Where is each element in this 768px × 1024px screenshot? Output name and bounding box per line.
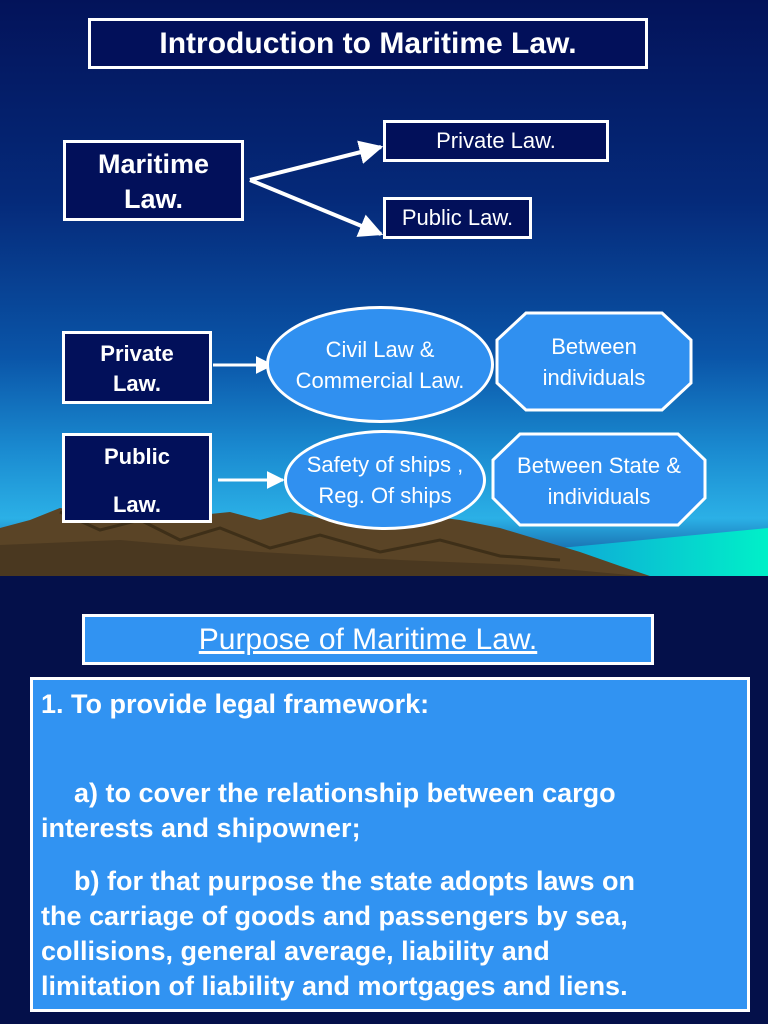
parties-line1: Between (551, 334, 637, 359)
slide-title: Introduction to Maritime Law. (88, 18, 648, 69)
private-label-line2: Law. (112, 371, 162, 396)
purpose-heading-text: Purpose of Maritime Law. (198, 623, 538, 656)
private-law-label-box: Private Law. (62, 331, 212, 404)
private-law-branch: Private Law. (383, 120, 609, 162)
safety-of-ships-ellipse: Safety of ships , Reg. Of ships (284, 430, 486, 530)
item-b-line4: limitation of liability and mortgages an… (41, 971, 628, 1001)
scope-line1: Safety of ships , (306, 452, 464, 477)
scope-line2: Commercial Law. (295, 367, 465, 393)
maritime-law-line1: Maritime (97, 149, 210, 179)
between-state-individuals-text: Between State & individuals (493, 450, 705, 512)
purpose-content-panel: 1. To provide legal framework: a) to cov… (30, 677, 750, 1012)
slide-introduction: Introduction to Maritime Law. Maritime L… (0, 0, 768, 576)
parties-line2: individuals (547, 484, 651, 509)
item-a-line2: interests and shipowner; (41, 813, 361, 843)
parties-line2: individuals (542, 365, 646, 390)
public-label-line1: Public (103, 444, 170, 469)
item-b-line1: b) for that purpose the state adopts law… (74, 866, 636, 896)
maritime-law-box: Maritime Law. (63, 140, 244, 221)
item-b-line2: the carriage of goods and passengers by … (41, 901, 628, 931)
public-label-line2: Law. (112, 492, 162, 517)
purpose-heading: Purpose of Maritime Law. (82, 614, 654, 665)
mountain-ridge (59, 510, 561, 562)
item-b-line3: collisions, general average, liability a… (41, 936, 550, 966)
public-law-label-box: Public Law. (62, 433, 212, 523)
between-individuals-text: Between individuals (497, 331, 691, 393)
parties-line1: Between State & (517, 453, 681, 478)
public-law-branch: Public Law. (383, 197, 532, 239)
private-label-line1: Private (100, 341, 174, 366)
civil-commercial-law-ellipse: Civil Law & Commercial Law. (266, 306, 494, 423)
scope-line2: Reg. Of ships (318, 483, 452, 508)
mountain-shadow (0, 540, 640, 576)
maritime-law-line2: Law. (123, 184, 183, 214)
point-1: 1. To provide legal framework: (41, 689, 430, 719)
scope-line1: Civil Law & (325, 336, 435, 362)
item-a-line1: a) to cover the relationship between car… (74, 778, 616, 808)
